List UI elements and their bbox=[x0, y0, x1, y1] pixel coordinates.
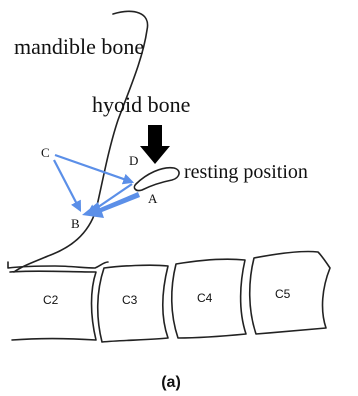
figure-caption: (a) bbox=[161, 374, 181, 391]
spine-outline bbox=[8, 262, 108, 268]
vertebra-c4-label: C4 bbox=[197, 291, 213, 305]
point-b-label: B bbox=[71, 216, 80, 231]
mandible-label: mandible bone bbox=[14, 34, 144, 59]
hyoid-label: hyoid bone bbox=[92, 92, 190, 117]
hyoid-bone-shape bbox=[134, 168, 179, 191]
down-arrow-icon bbox=[140, 125, 170, 164]
motion-arrow-a-to-b bbox=[82, 192, 140, 218]
vertebra-c2-label: C2 bbox=[43, 293, 59, 307]
resting-position-label: resting position bbox=[184, 161, 308, 183]
point-d-label: D bbox=[129, 153, 138, 168]
vertebra-c5-label: C5 bbox=[275, 287, 291, 301]
vertebra-c3-label: C3 bbox=[122, 293, 138, 307]
point-a-label: A bbox=[148, 191, 158, 206]
motion-path-c-to-b bbox=[54, 160, 80, 210]
motion-path-c-to-d bbox=[55, 155, 132, 182]
point-c-label: C bbox=[41, 145, 50, 160]
